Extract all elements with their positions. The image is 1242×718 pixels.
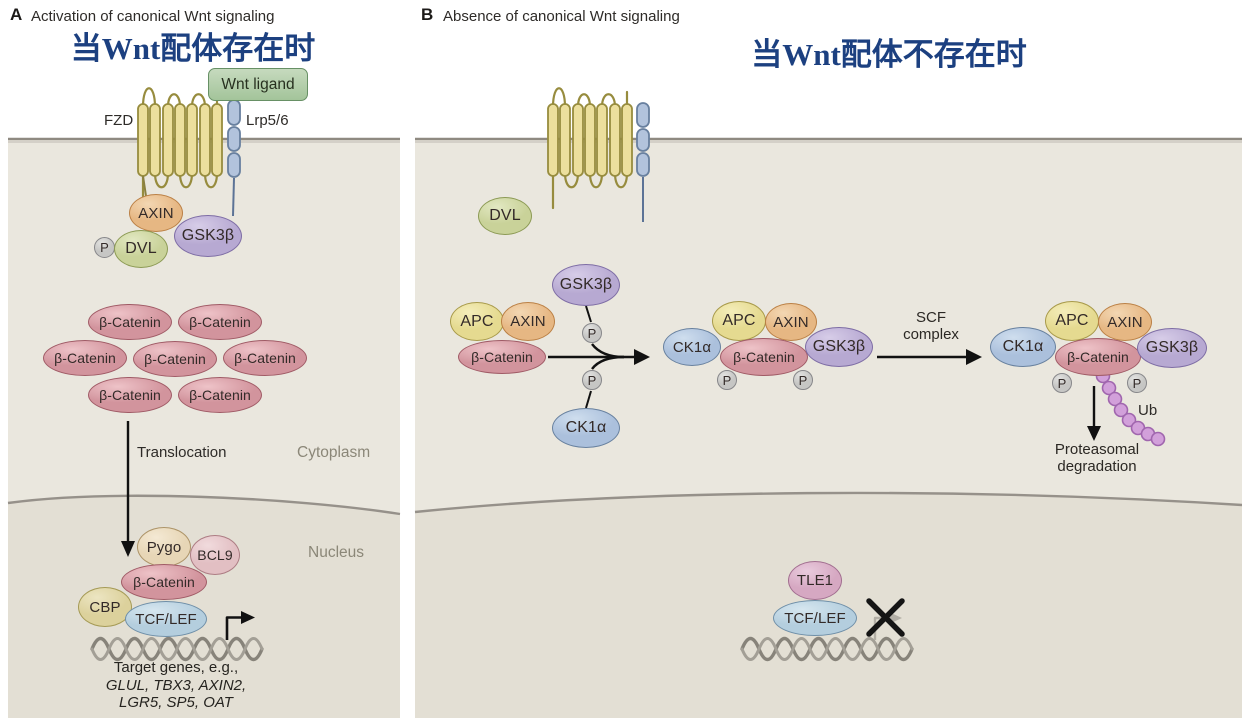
dna-helix-a: [90, 636, 264, 662]
cytoplasm-label: Cytoplasm: [297, 444, 371, 461]
protein-b-catenin: β-Catenin: [133, 341, 217, 377]
protein-axin: AXIN: [1098, 303, 1152, 341]
fzd-receptor-b-icon: [547, 87, 633, 210]
panel-b-cell-background: [414, 137, 1242, 718]
protein-gsk3b: GSK3β: [1137, 328, 1207, 368]
phospho-p: P: [582, 323, 602, 343]
phospho-p: P: [94, 237, 115, 258]
panel-b-title: Absence of canonical Wnt signaling: [443, 8, 680, 25]
ub-label: Ub: [1138, 402, 1158, 419]
proteasomal-line2: degradation: [1057, 458, 1137, 475]
protein-b-catenin: β-Catenin: [88, 304, 172, 340]
protein-b-catenin: β-Catenin: [458, 340, 546, 374]
lrp-label: Lrp5/6: [246, 112, 289, 129]
scf-complex-label: SCF complex: [896, 309, 966, 343]
protein-b-catenin: β-Catenin: [43, 340, 127, 376]
protein-gsk3b: GSK3β: [174, 215, 242, 257]
protein-apc: APC: [1045, 301, 1099, 341]
protein-apc: APC: [450, 302, 504, 341]
protein-b-catenin: β-Catenin: [88, 377, 172, 413]
target-genes-intro: Target genes, e.g.,: [113, 659, 239, 676]
phospho-p: P: [1052, 373, 1072, 393]
target-genes-line2: GLUL, TBX3, AXIN2,: [105, 676, 247, 694]
panel-b-subtitle-cn: 当Wnt配体不存在时: [751, 37, 1027, 72]
protein-gsk3b: GSK3β: [552, 264, 620, 306]
protein-ck1a: CK1α: [990, 327, 1056, 367]
inhibition-x-icon: [866, 598, 905, 637]
proteasomal-degradation-label: Proteasomal degradation: [1032, 441, 1162, 475]
transcription-arrow: [225, 611, 255, 640]
protein-tcf-lef: TCF/LEF: [773, 600, 857, 636]
panel-b-tag: B: [421, 5, 434, 24]
lrp-receptor-b-icon: [636, 102, 650, 222]
scf-arrow: [877, 349, 982, 365]
protein-ck1a: CK1α: [552, 408, 620, 448]
protein-b-catenin: β-Catenin: [223, 340, 307, 376]
lrp-receptor-icon: [227, 99, 241, 217]
protein-gsk3b: GSK3β: [805, 327, 873, 367]
protein-apc: APC: [712, 301, 766, 341]
fzd-receptor-icon: [137, 87, 223, 199]
translocation-label: Translocation: [137, 444, 227, 461]
proteasomal-line1: Proteasomal: [1054, 441, 1140, 458]
panel-a-tag: A: [10, 5, 23, 24]
phosphorylation-arrow: [548, 305, 650, 409]
protein-tle1: TLE1: [788, 561, 842, 600]
degradation-arrow: [1087, 386, 1101, 441]
protein-pygo: Pygo: [137, 527, 191, 567]
wnt-ligand-box: Wnt ligand: [208, 68, 308, 101]
translocation-arrow: [121, 421, 135, 557]
target-genes-line3: LGR5, SP5, OAT: [119, 694, 233, 711]
protein-b-catenin: β-Catenin: [1055, 338, 1141, 376]
protein-axin: AXIN: [765, 303, 817, 341]
nucleus-label: Nucleus: [308, 544, 364, 561]
protein-bcl9: BCL9: [190, 535, 240, 575]
protein-b-catenin: β-Catenin: [178, 377, 262, 413]
panel-a-title: Activation of canonical Wnt signaling: [31, 8, 275, 25]
protein-b-catenin: β-Catenin: [720, 338, 808, 376]
protein-b-catenin: β-Catenin: [178, 304, 262, 340]
protein-dvl: DVL: [114, 230, 168, 268]
protein-cbp: CBP: [78, 587, 132, 627]
dna-helix-b: [740, 636, 914, 662]
scf-line2: complex: [903, 326, 959, 343]
protein-axin: AXIN: [501, 302, 555, 341]
phospho-p: P: [717, 370, 737, 390]
fzd-label: FZD: [104, 112, 134, 129]
phospho-p: P: [793, 370, 813, 390]
protein-b-catenin: β-Catenin: [121, 564, 207, 600]
protein-dvl: DVL: [478, 197, 532, 235]
panel-a-subtitle-cn: 当Wnt配体存在时: [70, 31, 316, 66]
phospho-p: P: [1127, 373, 1147, 393]
protein-axin: AXIN: [129, 194, 183, 232]
scf-line1: SCF: [916, 309, 946, 326]
target-genes-text: Target genes, e.g., GLUL, TBX3, AXIN2, L…: [86, 659, 266, 712]
protein-ck1a: CK1α: [663, 328, 721, 366]
phospho-p: P: [582, 370, 602, 390]
fzd-axin-connector: [142, 175, 147, 197]
protein-tcf-lef: TCF/LEF: [125, 601, 207, 637]
